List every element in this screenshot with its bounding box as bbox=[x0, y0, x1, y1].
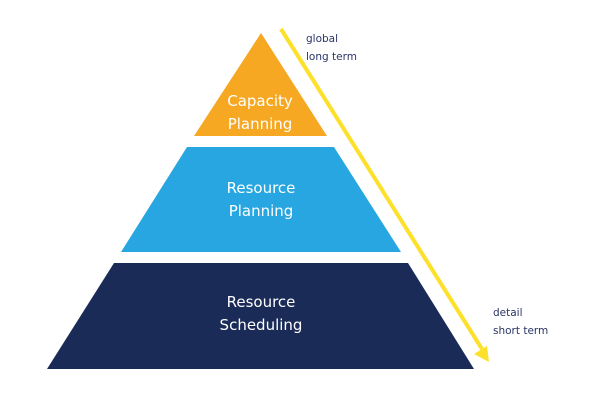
pyramid-tier-top bbox=[194, 33, 327, 136]
arrow-end-label-line2: short term bbox=[493, 325, 548, 337]
pyramid-tier-middle bbox=[121, 147, 401, 252]
tier-bottom-label-line2: Scheduling bbox=[220, 316, 303, 334]
tier-top-label-line2: Planning bbox=[228, 115, 293, 133]
scope-arrow-head bbox=[474, 346, 489, 362]
tier-middle-label-line2: Planning bbox=[229, 202, 294, 220]
tier-top-label-line1: Capacity bbox=[227, 92, 293, 110]
arrow-end-label-line1: detail bbox=[493, 307, 523, 319]
tier-bottom-label-line1: Resource bbox=[227, 293, 296, 311]
arrow-start-label-line2: long term bbox=[306, 51, 357, 63]
arrow-start-label-line1: global bbox=[306, 33, 338, 45]
pyramid-tier-bottom bbox=[47, 263, 474, 369]
tier-middle-label-line1: Resource bbox=[227, 179, 296, 197]
scope-arrow-shaft bbox=[279, 27, 484, 351]
